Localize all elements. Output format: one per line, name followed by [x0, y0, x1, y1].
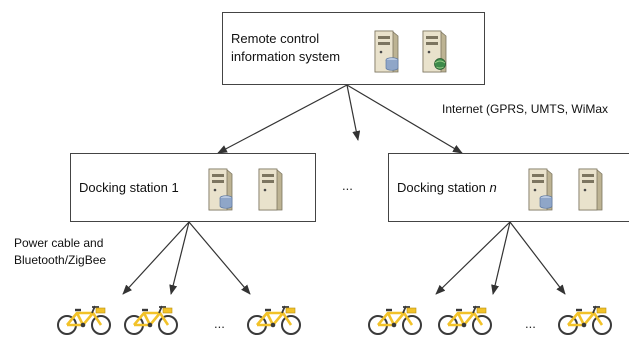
- power-cable-label: Power cable and Bluetooth/ZigBee: [14, 235, 106, 269]
- docking-station-n-prefix: Docking station: [397, 180, 490, 195]
- docking-station-n-box: Docking station n: [388, 153, 629, 222]
- arrow-dockn-bike1: [435, 221, 511, 295]
- database-icon: [219, 195, 233, 209]
- server-icon: [575, 166, 603, 211]
- bicycle-icon: [436, 302, 494, 336]
- arrow-to-dockn: [346, 84, 463, 154]
- database-icon: [539, 195, 553, 209]
- docking-station-n-variable: n: [489, 180, 497, 195]
- bicycle-icon: [366, 302, 424, 336]
- arrow-to-middle: [346, 84, 361, 141]
- globe-icon: [434, 58, 446, 70]
- bicycle-icon: [556, 302, 614, 336]
- server-icon: [255, 166, 283, 211]
- stations-ellipsis: ...: [342, 178, 353, 193]
- arrow-dock1-bike1: [122, 221, 190, 295]
- database-icon: [385, 57, 399, 71]
- power-cable-label-line2: Bluetooth/ZigBee: [14, 253, 107, 267]
- remote-system-label-line2: information system: [231, 49, 341, 64]
- bicycle-icon: [122, 302, 180, 336]
- remote-system-label: Remote control information system: [231, 30, 340, 66]
- docking-station-1-label: Docking station 1: [79, 180, 179, 195]
- bikes-left-ellipsis: ...: [214, 316, 225, 331]
- remote-system-box: Remote control information system: [222, 12, 485, 85]
- internet-label: Internet (GPRS, UMTS, WiMax: [442, 102, 609, 116]
- database-server-icon: [371, 28, 399, 73]
- remote-system-label-line1: Remote control: [231, 31, 320, 46]
- arrow-dockn-bike2: [491, 221, 511, 295]
- docking-station-n-label: Docking station n: [397, 179, 497, 197]
- bicycle-icon: [245, 302, 303, 336]
- arrow-dockn-bike3: [509, 221, 566, 295]
- power-cable-label-line1: Power cable and: [14, 236, 104, 250]
- docking-station-1-box: Docking station 1: [70, 153, 316, 222]
- arrow-dock1-bike2: [169, 221, 190, 295]
- web-server-icon: [419, 28, 447, 73]
- database-server-icon: [205, 166, 233, 211]
- bikes-right-ellipsis: ...: [525, 316, 536, 331]
- bicycle-icon: [55, 302, 113, 336]
- arrow-dock1-bike3: [188, 221, 251, 295]
- database-server-icon: [525, 166, 553, 211]
- arrow-to-dock1: [217, 84, 348, 154]
